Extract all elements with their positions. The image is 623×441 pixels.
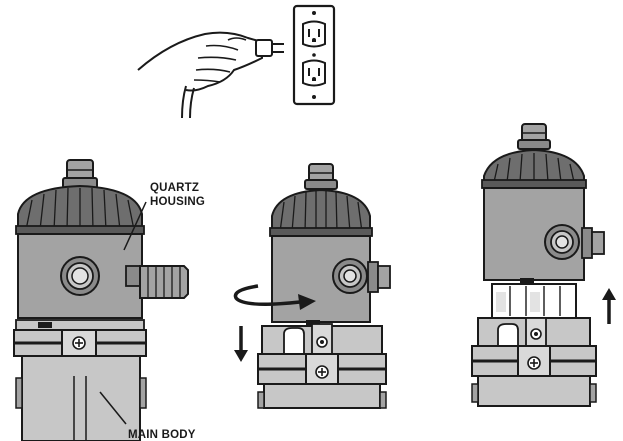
twist-housing-unit — [257, 163, 391, 409]
unplug-step — [137, 4, 336, 119]
quartz-housing-label-line2: HOUSING — [150, 196, 205, 208]
up-arrow-icon — [602, 288, 616, 324]
rotate-arrow-icon — [233, 284, 316, 310]
quartz-housing-label-line1: QUARTZ — [150, 182, 199, 194]
lift-housing-unit — [471, 123, 605, 407]
main-body-leader — [99, 391, 127, 425]
wall-outlet-icon — [292, 4, 336, 106]
quartz-housing-leader — [123, 201, 147, 251]
assembled-unit — [13, 159, 189, 441]
main-body-label: MAIN BODY — [128, 429, 196, 441]
hand-unplugging-cord-icon — [137, 31, 284, 119]
down-arrow-icon — [234, 326, 248, 362]
